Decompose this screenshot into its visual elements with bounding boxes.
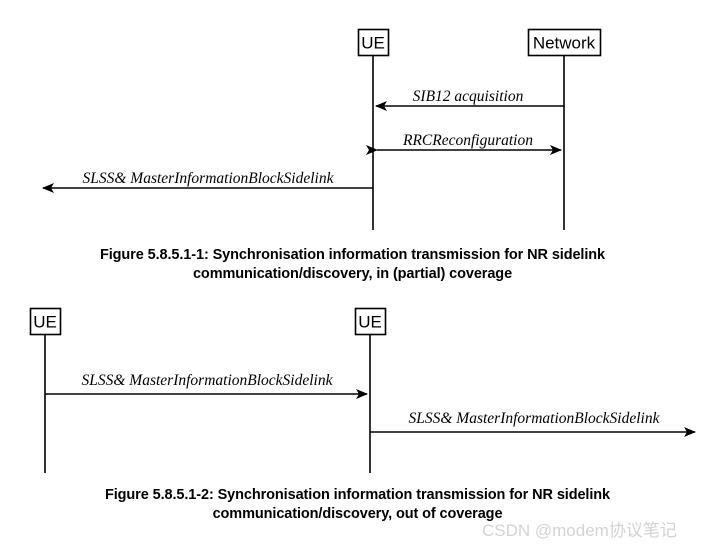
message-slss-mibsl-oos-2: SLSS& MasterInformationBlockSidelink — [370, 410, 696, 437]
message-label-slss-mibsl-oos-1: SLSS& MasterInformationBlockSidelink — [82, 372, 334, 389]
diagram1-lifeline-network: Network — [527, 28, 602, 230]
lifeline-label-network: Network — [533, 34, 596, 53]
diagram1-lifeline-ue: UE — [357, 28, 390, 230]
watermark-text: CSDN @modem协议笔记 — [482, 521, 677, 540]
lifeline-box-ue-right — [354, 307, 387, 336]
message-slss-mibsl-coverage: SLSS& MasterInformationBlockSidelink — [42, 170, 373, 193]
figure-caption-2: Figure 5.8.5.1-2: Synchronisation inform… — [104, 487, 611, 522]
diagram2-lifeline-ue-left: UE — [29, 307, 62, 473]
message-rrcreconfiguration: RRCReconfiguration — [366, 132, 562, 155]
lifeline-label-ue-right: UE — [358, 313, 382, 332]
message-label-rrcreconfiguration: RRCReconfiguration — [402, 132, 533, 149]
lifeline-label-ue: UE — [361, 34, 385, 53]
message-label-slss-mibsl-oos-2: SLSS& MasterInformationBlockSidelink — [409, 410, 661, 427]
figure-caption-1: Figure 5.8.5.1-1: Synchronisation inform… — [99, 247, 606, 282]
lifeline-label-ue-left: UE — [33, 313, 57, 332]
message-label-sib12: SIB12 acquisition — [413, 88, 524, 105]
message-slss-mibsl-oos-1: SLSS& MasterInformationBlockSidelink — [45, 372, 368, 399]
message-sib12-acquisition: SIB12 acquisition — [375, 88, 564, 111]
message-label-slss-mibsl-coverage: SLSS& MasterInformationBlockSidelink — [83, 170, 335, 187]
diagram2-lifeline-ue-right: UE — [354, 307, 387, 473]
